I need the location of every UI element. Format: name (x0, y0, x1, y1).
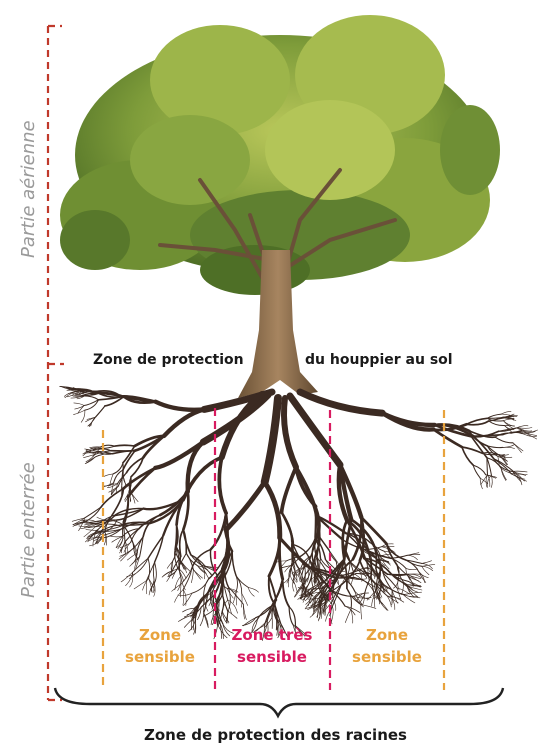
very-sensitive-zone: Zone très sensible (217, 624, 327, 668)
crown-protection-label-left: Zone de protection (91, 352, 246, 368)
crown-protection-label-right: du houppier au sol (303, 352, 455, 368)
sensitive-zone-right-line1: Zone (332, 624, 442, 646)
height-bracket (48, 26, 64, 700)
very-sensitive-zone-line2: sensible (217, 646, 327, 668)
sensitive-zone-left: Zone sensible (105, 624, 215, 668)
root-protection-label: Zone de protection des racines (0, 726, 551, 744)
sensitive-zone-left-line2: sensible (105, 646, 215, 668)
underground-part-label: Partie enterrée (18, 462, 39, 598)
root-zone-brace (55, 688, 503, 716)
sensitive-zone-left-line1: Zone (105, 624, 215, 646)
sensitive-zone-right-line2: sensible (332, 646, 442, 668)
aerial-part-label: Partie aérienne (18, 120, 39, 258)
tree-roots (60, 386, 538, 640)
very-sensitive-zone-line1: Zone très (217, 624, 327, 646)
sensitive-zone-right: Zone sensible (332, 624, 442, 668)
